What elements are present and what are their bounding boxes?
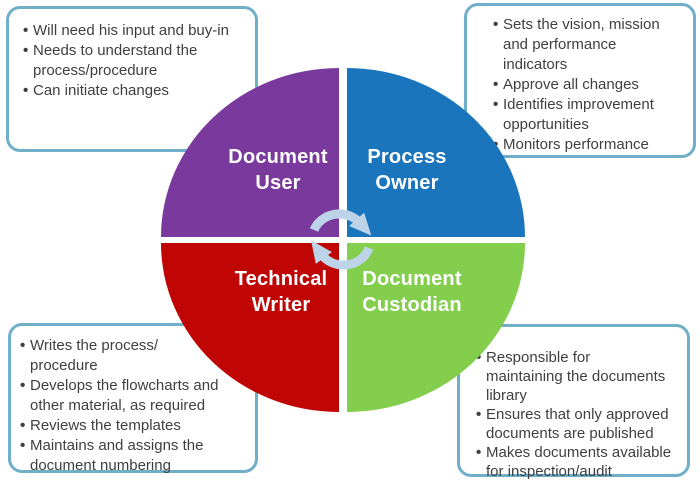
bullet-line: Can initiate changes [33, 82, 169, 99]
bullet-icon: • [23, 82, 29, 99]
list-item: • Will need his input and buy-in [23, 21, 247, 41]
list-item: • Reviews the templates [20, 416, 251, 436]
list-item: • Develops the flowcharts and other mate… [20, 376, 251, 416]
bullet-line: Maintains and assigns the [30, 437, 204, 454]
bullet-line: Reviews the templates [30, 417, 181, 434]
bullet-line: Writes the process/ [30, 337, 159, 354]
bullet-line: opportunities [503, 116, 589, 133]
bullet-icon: • [20, 337, 26, 354]
list-item: • Can initiate changes [23, 81, 247, 101]
label-line: Owner [375, 172, 439, 194]
callout-process-owner: • Sets the vision, mission and performan… [464, 3, 696, 158]
bullet-line: for inspection/audit [486, 463, 612, 480]
callout-technical-writer: • Writes the process/ procedure • Develo… [8, 323, 258, 476]
callout-document-user: • Will need his input and buy-in • Needs… [6, 6, 258, 152]
quadrant-technical-writer [161, 243, 339, 412]
list-item: • Maintains and assigns the document num… [20, 436, 251, 476]
bullet-line: Monitors performance [503, 136, 649, 153]
bullet-icon: • [20, 437, 26, 454]
bullet-line: and performance [503, 36, 617, 53]
list-item: • Identifies improvement opportunities [493, 95, 689, 135]
bullet-line: Needs to understand the [33, 42, 198, 59]
bullet-line: Approve all changes [503, 76, 639, 93]
quadrant-label-document-custodian: Document Custodian [327, 266, 497, 318]
bullet-line: Develops the flowcharts and [30, 377, 219, 394]
bullet-icon: • [20, 377, 26, 394]
bullet-line: indicators [503, 56, 568, 73]
callout-document-custodian: • Responsible for maintaining the docume… [457, 324, 690, 480]
list-item: • Needs to understand the process/proced… [23, 41, 247, 81]
quadrant-label-technical-writer: Technical Writer [196, 266, 366, 318]
label-line: Process [367, 146, 447, 168]
cycle-arrow-top-icon [309, 209, 372, 236]
quadrant-document-user [161, 68, 339, 237]
bullet-line: documents are published [486, 425, 654, 442]
bullet-line: Sets the vision, mission [503, 16, 660, 33]
bullet-icon: • [20, 417, 26, 434]
bullet-line: document numbering [30, 457, 171, 474]
list-item: • Sets the vision, mission and performan… [493, 15, 689, 75]
bullet-line: Makes documents available [486, 444, 672, 461]
bullet-icon: • [476, 349, 482, 366]
bullet-line: other material, as required [30, 397, 206, 414]
quadrant-label-document-user: Document User [193, 144, 363, 196]
bullet-line: procedure [30, 357, 98, 374]
bullet-icon: • [23, 42, 29, 59]
bullet-line: Ensures that only approved [486, 406, 669, 423]
label-line: User [255, 172, 301, 194]
label-line: Writer [251, 294, 311, 316]
label-line: Technical [234, 268, 328, 290]
list-item: • Responsible for maintaining the docume… [476, 348, 683, 405]
cycle-arrow-bottom-icon [310, 240, 374, 270]
quadrant-label-process-owner: Process Owner [322, 144, 492, 196]
bullet-line: process/procedure [33, 62, 158, 79]
bullet-icon: • [23, 22, 29, 39]
list-item: • Writes the process/ procedure [20, 336, 251, 376]
label-line: Custodian [362, 294, 462, 316]
quadrant-document-custodian [347, 243, 525, 412]
bullet-icon: • [476, 444, 482, 461]
list-item: • Approve all changes [493, 75, 689, 95]
label-line: Document [228, 146, 328, 168]
quadrant-process-owner [347, 68, 525, 237]
bullet-line: maintaining the documents [486, 368, 666, 385]
bullet-line: Identifies improvement [503, 96, 654, 113]
bullet-icon: • [493, 96, 499, 113]
label-line: Document [362, 268, 462, 290]
list-item: • Makes documents available for inspecti… [476, 443, 683, 481]
bullet-line: Will need his input and buy-in [33, 22, 229, 39]
bullet-icon: • [476, 406, 482, 423]
bullet-line: library [486, 387, 527, 404]
bullet-icon: • [493, 76, 499, 93]
list-item: • Ensures that only approved documents a… [476, 405, 683, 443]
bullet-icon: • [493, 16, 499, 33]
bullet-line: Responsible for [486, 349, 591, 366]
